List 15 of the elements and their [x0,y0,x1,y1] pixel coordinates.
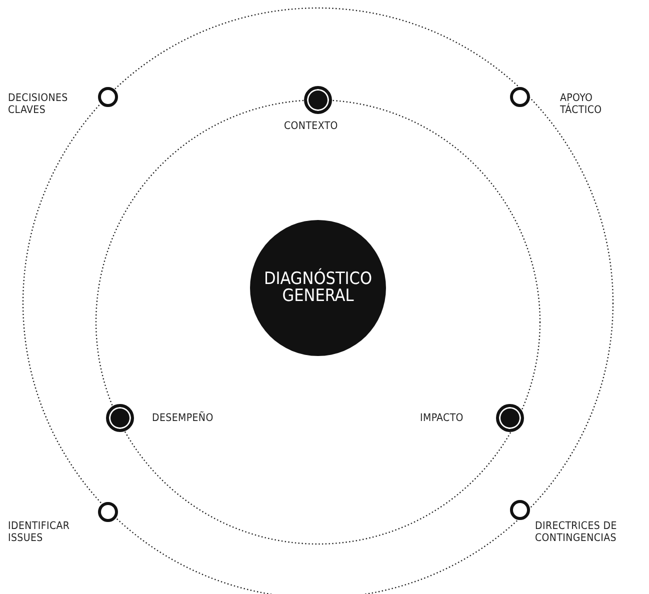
marker-caption: DESEMPEÑO [152,412,214,424]
marker-caption: DECISIONES CLAVES [8,92,69,116]
marker-caption: IDENTIFICAR ISSUES [8,520,71,544]
filled-marker [496,404,524,432]
filled-marker [304,86,332,114]
marker-caption: DIRECTRICES DE CONTINGENCIAS [535,520,618,544]
ring-marker [98,502,118,522]
marker-caption: APOYO TÁCTICO [560,92,603,116]
ring-marker [510,500,530,520]
marker-caption: CONTEXTO [284,120,339,132]
ring-marker [98,87,118,107]
center-circle: DIAGNÓSTICO GENERAL [250,220,386,356]
filled-marker [106,404,134,432]
marker-caption: IMPACTO [420,412,464,424]
ring-marker [510,87,530,107]
